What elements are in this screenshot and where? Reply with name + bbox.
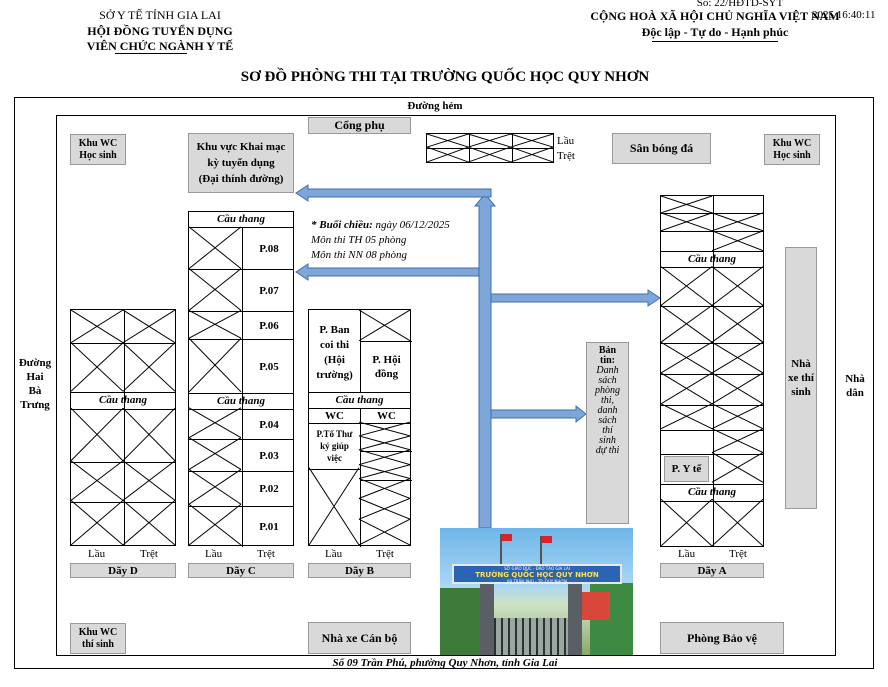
- header-left-line2: HỘI ĐỒNG TUYỂN DỤNG: [87, 24, 233, 38]
- room-p07: P.07: [259, 284, 279, 297]
- arrow-to-khai-mac: [295, 184, 492, 202]
- arrow-main-up: [473, 193, 497, 529]
- top-center-lau: Lầu: [557, 135, 575, 147]
- room-p04: P.04: [259, 418, 279, 431]
- outer-boundary: [14, 97, 874, 669]
- day-a-cau-thang-bottom: Cầu thang: [688, 486, 736, 498]
- wc-day-b-right: WC: [377, 410, 396, 422]
- header-right-line2: Độc lập - Tự do - Hạnh phúc: [641, 25, 789, 39]
- wc-day-b-left: WC: [325, 410, 344, 422]
- day-c-lau: Lầu: [205, 548, 223, 560]
- day-a-lau: Lầu: [678, 548, 696, 560]
- gate-pillar-right: [568, 584, 582, 655]
- gate-bars: [494, 618, 568, 655]
- phong-bao-ve: Phòng Bảo vệ: [660, 622, 784, 654]
- room-p06: P.06: [259, 319, 279, 332]
- room-p08: P.08: [259, 242, 279, 255]
- top-center-tret: Trệt: [557, 150, 575, 162]
- header-left-underline: [115, 53, 187, 54]
- nha-xe-can-bo: Nhà xe Cán bộ: [308, 622, 411, 654]
- day-a-tret: Trệt: [729, 548, 747, 560]
- day-d-tret: Trệt: [140, 548, 158, 560]
- header-right-underline: [652, 41, 778, 42]
- room-p03: P.03: [259, 449, 279, 462]
- header-left-line3: VIÊN CHỨC NGÀNH Y TẾ: [86, 39, 234, 53]
- header-right-line1: CỘNG HOÀ XÃ HỘI CHỦ NGHĨA VIỆT NAM: [590, 9, 840, 23]
- label-day-a: Dãy A: [660, 563, 764, 578]
- arrow-to-day-c: [295, 263, 480, 281]
- label-day-d: Dãy D: [70, 563, 176, 578]
- day-c-cau-thang-mid: Cầu thang: [217, 395, 265, 407]
- day-d-lau: Lầu: [88, 548, 106, 560]
- flag-icon: [542, 536, 552, 543]
- label-day-c: Dãy C: [188, 563, 294, 578]
- san-bong-da: Sân bóng đá: [612, 133, 711, 164]
- session-note: * Buổi chiều: ngày 06/12/2025 Môn thi TH…: [311, 219, 450, 261]
- inner-boundary: [56, 115, 836, 656]
- tree-left: [440, 588, 480, 655]
- building-day-a: Cầu thang Cầu thang P. Y tế: [660, 195, 764, 547]
- page-title: SƠ ĐỒ PHÒNG THI TẠI TRƯỜNG QUỐC HỌC QUY …: [240, 69, 650, 85]
- arrow-to-day-a: [490, 289, 661, 307]
- flag-icon: [502, 534, 512, 541]
- school-photo: SỞ GIÁO DỤC - ĐÀO TẠO GIA LAI TRƯỜNG QUỐ…: [440, 528, 633, 655]
- room-p05: P.05: [259, 360, 279, 373]
- p-y-te: P. Y tế: [664, 456, 709, 482]
- day-b-lau: Lầu: [325, 548, 343, 560]
- school-sign: SỞ GIÁO DỤC - ĐÀO TẠO GIA LAI TRƯỜNG QUỐ…: [452, 564, 622, 584]
- day-a-cau-thang-top: Cầu thang: [688, 253, 736, 265]
- ban-tin-board: Bản tin: Danh sách phòng thi, danh sách …: [586, 342, 629, 524]
- building-day-c: Cầu thang Cầu thang P.08 P.07 P.06 P.05 …: [188, 211, 294, 547]
- street-bottom: Số 09 Trần Phú, phường Quy Nhơn, tỉnh Gi…: [332, 657, 558, 669]
- gate-pillar-left: [480, 584, 494, 655]
- doc-number: Số: 22/HĐTD-SYT: [696, 0, 784, 9]
- street-top: Đường hẻm: [407, 100, 463, 112]
- day-c-cau-thang-top: Cầu thang: [217, 213, 265, 225]
- room-p02: P.02: [259, 483, 279, 495]
- day-b-cau-thang: Cầu thang: [335, 394, 384, 406]
- header-left-line1: SỞ Y TẾ TỈNH GIA LAI: [99, 8, 221, 22]
- arrow-to-ban-tin: [490, 404, 587, 424]
- room-p01: P.01: [259, 521, 279, 533]
- cong-phu: Cổng phụ: [308, 117, 411, 134]
- day-d-cau-thang: Cầu thang: [99, 394, 147, 406]
- day-c-tret: Trệt: [257, 548, 275, 560]
- day-b-tret: Trệt: [376, 548, 394, 560]
- label-day-b: Dãy B: [308, 563, 411, 578]
- timestamp: 2025 16:40:11: [812, 9, 876, 21]
- building-day-d: Cầu thang: [70, 309, 176, 546]
- building-top-center: [426, 133, 554, 163]
